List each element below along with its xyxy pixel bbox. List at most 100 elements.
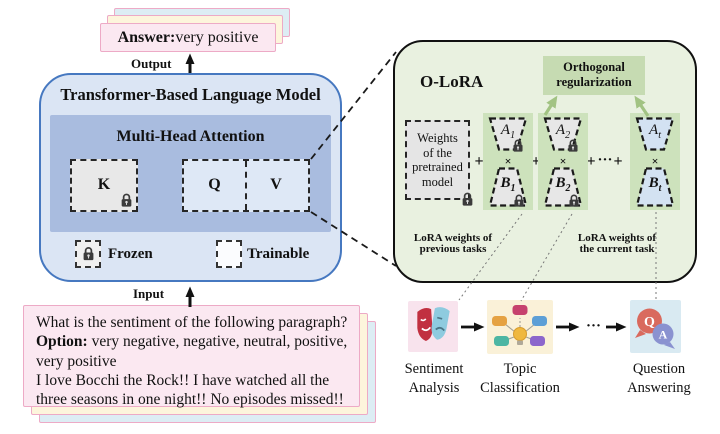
legend-trainable-swatch xyxy=(216,240,242,268)
b-matrix-label: B1 xyxy=(483,175,533,194)
lora-pair-2: A2 × B2 xyxy=(538,113,588,210)
times-operator: × xyxy=(559,154,567,168)
prompt-line-2: Option: very negative, negative, neutral… xyxy=(36,332,349,351)
k-matrix-box: K xyxy=(70,159,138,212)
prompt-card-front: What is the sentiment of the following p… xyxy=(23,305,360,409)
b-matrix-label: B2 xyxy=(538,175,588,194)
current-task-note: LoRA weights of the current task xyxy=(571,233,663,254)
qa-bubbles-icon: Q A xyxy=(635,308,675,349)
matrix-sub: 1 xyxy=(510,183,516,194)
matrix-var: A xyxy=(555,122,566,138)
matrix-var: A xyxy=(500,122,511,138)
prompt-text: What is the sentiment of the following p… xyxy=(24,306,359,409)
note-line: LoRA weights of xyxy=(577,232,657,244)
legend-frozen-label: Frozen xyxy=(108,246,153,262)
question-answering-label: Question Answering xyxy=(619,360,699,397)
lock-icon xyxy=(568,194,580,208)
times-operator: × xyxy=(651,154,659,168)
topic-mindmap-icon xyxy=(492,305,547,346)
lock-icon xyxy=(513,194,525,208)
ellipsis-pairs: ··· xyxy=(597,152,613,168)
matrix-var: A xyxy=(649,122,659,138)
b-matrix-label: Bt xyxy=(630,175,680,194)
topic-classification-label: Topic Classification xyxy=(472,360,568,397)
a-matrix-label: A1 xyxy=(483,122,533,141)
task-label-line: Analysis xyxy=(408,379,460,396)
matrix-var: B xyxy=(555,175,566,191)
plus-operator: + xyxy=(586,153,596,170)
transformer-title: Transformer-Based Language Model xyxy=(60,85,321,104)
matrix-sub: t xyxy=(658,183,662,194)
theater-masks-icon xyxy=(417,307,450,342)
qv-divider xyxy=(245,161,247,210)
pretrained-line-4: model xyxy=(421,174,454,189)
lora-pair-1: A1 × B1 xyxy=(483,113,533,210)
qv-matrix-box: Q V xyxy=(182,159,310,212)
lora-pair-t: At × Bt xyxy=(630,113,680,210)
plus-operator: + xyxy=(474,153,484,170)
task-link-1 xyxy=(458,213,523,301)
ortho-arrow-right xyxy=(634,95,650,117)
pretrained-line-3: pretrained xyxy=(412,160,463,174)
matrix-sub: 1 xyxy=(510,130,516,141)
input-label: Input xyxy=(133,286,165,301)
matrix-sub: 2 xyxy=(565,183,571,194)
task-label-line: Topic xyxy=(503,361,537,377)
times-operator: × xyxy=(504,154,512,168)
question-answering-icon: Q A xyxy=(630,300,681,353)
plus-operator: + xyxy=(613,153,623,170)
task-label-line: Answering xyxy=(627,379,691,396)
lock-icon xyxy=(82,246,95,262)
matrix-var: B xyxy=(500,175,511,191)
answer-text: Answer: very positive xyxy=(101,24,275,51)
lock-icon xyxy=(512,139,524,153)
q-letter: Q xyxy=(644,315,655,330)
a-matrix-label: At xyxy=(630,122,680,141)
task-label-line: Classification xyxy=(480,379,560,396)
olora-title: O-LoRA xyxy=(420,72,484,91)
answer-value: very positive xyxy=(175,28,259,46)
matrix-sub: t xyxy=(658,130,661,141)
task-label-line: Sentiment xyxy=(404,361,464,377)
lock-icon xyxy=(461,192,474,207)
ellipsis-tasks: ··· xyxy=(586,318,602,334)
note-line: previous tasks xyxy=(419,242,487,255)
topic-classification-icon xyxy=(487,300,553,354)
ortho-line-1: Orthogonal xyxy=(563,60,625,74)
previous-tasks-note: LoRA weights of previous tasks xyxy=(407,233,499,254)
b-matrix-shape xyxy=(635,167,675,207)
q-label: Q xyxy=(208,176,221,194)
matrix-var: B xyxy=(648,175,659,191)
ortho-line-2: regularization xyxy=(556,75,632,89)
task-link-2 xyxy=(520,213,573,302)
orthogonal-regularization-box: Orthogonal regularization xyxy=(543,56,645,95)
prompt-line-3: very positive xyxy=(36,352,117,370)
legend-frozen-swatch xyxy=(75,240,101,268)
k-label: K xyxy=(97,176,111,194)
pretrained-line-1: Weights xyxy=(417,131,458,145)
callout-line-top xyxy=(310,51,397,160)
sentiment-analysis-icon xyxy=(408,301,458,352)
prompt-line-4: I love Bocchi the Rock!! I have watched … xyxy=(36,371,330,389)
legend-trainable-label: Trainable xyxy=(247,246,310,262)
prompt-option-prefix: Option: xyxy=(36,333,88,351)
plus-operator: + xyxy=(531,153,541,170)
task-label-line: Question xyxy=(632,361,686,377)
prompt-option-list: very negative, negative, neutral, positi… xyxy=(87,333,348,351)
output-label: Output xyxy=(131,56,172,71)
a-matrix-shape xyxy=(635,117,675,151)
a-letter: A xyxy=(659,328,668,342)
pretrained-weights-box: Weights of the pretrained model xyxy=(405,120,470,200)
answer-card-front: Answer: very positive xyxy=(100,23,276,52)
callout-line-bottom xyxy=(310,211,397,267)
ortho-arrow-left xyxy=(543,95,558,116)
answer-prefix: Answer: xyxy=(117,28,176,46)
prompt-line-1: What is the sentiment of the following p… xyxy=(36,314,348,331)
sentiment-analysis-label: Sentiment Analysis xyxy=(398,360,470,397)
matrix-sub: 2 xyxy=(565,130,571,141)
v-label: V xyxy=(270,176,282,194)
multi-head-attention-title: Multi-Head Attention xyxy=(116,128,265,145)
note-line: LoRA weights of xyxy=(413,232,493,244)
